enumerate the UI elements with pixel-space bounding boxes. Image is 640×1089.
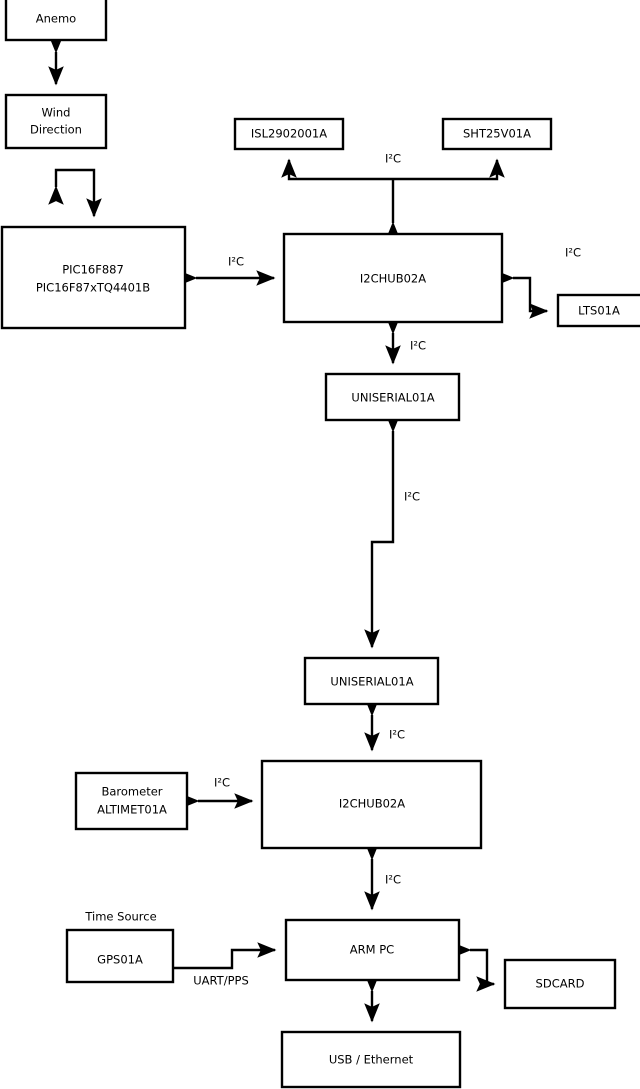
edge-label-i2c-hub-uniserial: I²C	[410, 339, 426, 353]
connector-hubtop-lts	[495, 270, 549, 319]
node-i2chub02a-bottom-label: I2CHUB02A	[339, 797, 405, 811]
edge-label-i2c-barometer-hub2: I²C	[214, 776, 230, 790]
edge-label-i2c-hub2-armpc: I²C	[385, 873, 401, 887]
connector-uniserial-uniserial	[364, 413, 401, 649]
node-barometer-label-line1: Barometer	[101, 785, 162, 799]
node-pic-mcu[interactable]: PIC16F887 PIC16F87xTQ4401B	[0, 225, 187, 330]
node-arm-pc[interactable]: ARM PC	[284, 918, 461, 982]
node-barometer-label-line2: ALTIMET01A	[97, 803, 167, 817]
node-isl2902001a[interactable]: ISL2902001A	[233, 117, 345, 151]
node-uniserial01a-lower[interactable]: UNISERIAL01A	[303, 656, 440, 706]
edge-label-i2c-hub-lts: I²C	[565, 246, 581, 260]
connector-armpc-sdcard	[452, 942, 496, 992]
node-wind-direction-label-line2: Direction	[30, 123, 82, 137]
label-time-source: Time Source	[84, 910, 156, 924]
node-arm-pc-label: ARM PC	[350, 943, 394, 957]
edge-label-uart-pps: UART/PPS	[193, 974, 249, 988]
node-lts01a[interactable]: LTS01A	[556, 293, 640, 328]
node-anemo-label: Anemo	[36, 12, 76, 26]
node-wind-direction[interactable]: Wind Direction	[4, 93, 108, 150]
node-isl2902001a-label: ISL2902001A	[251, 127, 327, 141]
node-uniserial01a-upper[interactable]: UNISERIAL01A	[324, 372, 461, 422]
connector-hubtop-isl	[281, 158, 393, 181]
node-i2chub02a-bottom[interactable]: I2CHUB02A	[260, 759, 483, 850]
edge-label-i2c-uniserial-uniserial: I²C	[404, 490, 420, 504]
node-sht25v01a[interactable]: SHT25V01A	[441, 117, 553, 151]
node-sht25v01a-label: SHT25V01A	[463, 127, 531, 141]
node-gps01a-label: GPS01A	[97, 953, 143, 967]
node-i2chub02a-top[interactable]: I2CHUB02A	[282, 232, 504, 324]
node-anemo[interactable]: Anemo	[4, 0, 108, 42]
node-pic-mcu-label-line1: PIC16F887	[62, 263, 124, 277]
connector-hubtop-sht	[393, 158, 505, 181]
node-usb-ethernet[interactable]: USB / Ethernet	[280, 1030, 462, 1089]
node-usb-ethernet-label: USB / Ethernet	[329, 1053, 414, 1067]
node-barometer[interactable]: Barometer ALTIMET01A	[74, 771, 189, 831]
edge-label-i2c-pic-hub: I²C	[228, 255, 244, 269]
node-i2chub02a-top-label: I2CHUB02A	[360, 272, 426, 286]
node-uniserial01a-lower-label: UNISERIAL01A	[330, 675, 413, 689]
connector-gps-armpc	[173, 942, 277, 970]
edge-label-i2c-uniserial-hub2: I²C	[389, 728, 405, 742]
node-gps01a[interactable]: GPS01A	[65, 928, 175, 984]
node-sdcard-label: SDCARD	[536, 977, 585, 991]
node-sdcard[interactable]: SDCARD	[503, 958, 617, 1010]
node-uniserial01a-upper-label: UNISERIAL01A	[351, 391, 434, 405]
node-lts01a-label: LTS01A	[578, 304, 620, 318]
node-pic-mcu-label-line2: PIC16F87xTQ4401B	[36, 281, 150, 295]
connector-wind-pic	[48, 168, 102, 218]
node-wind-direction-label-line1: Wind	[42, 106, 71, 120]
edge-label-i2c-sensors-hub: I²C	[385, 152, 401, 166]
